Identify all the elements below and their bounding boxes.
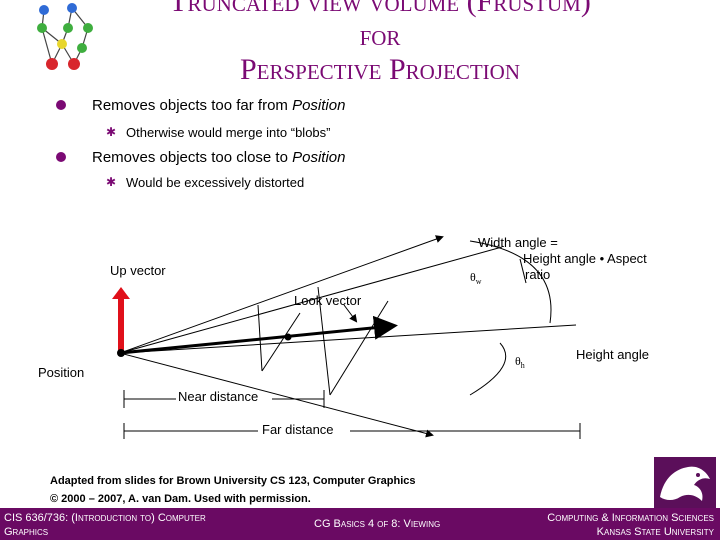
look-vector-label: Look vector (294, 293, 362, 308)
credit-line-1: Adapted from slides for Brown University… (50, 475, 416, 487)
slide-title-line-3: Perspective Projection (239, 53, 521, 86)
bullet-2-prefix: Removes objects too close to (92, 149, 293, 166)
sub-bullet-2-text: Would be excessively distorted (126, 175, 305, 190)
bullet-dot-icon (56, 100, 66, 110)
footer-course-line-2: Graphics (4, 526, 49, 538)
far-distance-label: Far distance (262, 422, 334, 437)
width-angle-label-3: ratio (525, 267, 551, 282)
look-vector-pointer (343, 304, 358, 323)
asterisk-icon: ✱ (106, 125, 117, 139)
slide-title-line-1: Truncated view volume (Frustum) (169, 0, 591, 18)
theta-h-label: θh (515, 354, 525, 370)
bullet-1-text: Removes objects too far from Position (92, 97, 345, 114)
footer-course-line-1: CIS 636/736: (Introduction to) Computer (4, 512, 206, 524)
asterisk-icon: ✱ (106, 175, 117, 189)
near-distance-label: Near distance (178, 389, 259, 404)
look-vector-arrow (119, 315, 398, 355)
theta-w-label: θw (470, 270, 482, 286)
frustum-diagram: θw θh (112, 235, 581, 439)
sub-bullet-1-text: Otherwise would merge into “blobs” (126, 125, 331, 140)
width-angle-pointer (519, 258, 527, 284)
footer-lecture: CG Basics 4 of 8: Viewing (314, 518, 441, 530)
height-angle-label: Height angle (576, 347, 649, 362)
footer-dept-line-2: Kansas State University (596, 526, 714, 538)
bullet-1: Removes objects too far from Position (56, 97, 456, 115)
near-distance-measure (123, 390, 325, 408)
footer-dept-line-1: Computing & Information Sciences (547, 512, 714, 524)
tree-graph-icon (37, 3, 93, 70)
up-vector-arrowhead (112, 287, 130, 299)
credit-line-2: © 2000 – 2007, A. van Dam. Used with per… (50, 493, 311, 505)
wildcat-logo-icon (654, 457, 716, 508)
bullet-1-prefix: Removes objects too far from (92, 97, 293, 114)
slide-title-line-2: for (359, 19, 401, 52)
position-label: Position (38, 365, 85, 380)
bullet-2-emphasis: Position (292, 149, 346, 166)
bullet-2: Removes objects too close to Position (56, 149, 456, 167)
bullet-2-text: Removes objects too close to Position (92, 149, 345, 166)
bullet-1-emphasis: Position (292, 97, 346, 114)
far-distance-measure (123, 423, 581, 439)
frustum-edges (119, 235, 577, 438)
bullet-dot-icon (56, 152, 66, 162)
up-vector-label: Up vector (110, 263, 166, 278)
width-angle-label-2: Height angle • Aspect (523, 251, 647, 266)
width-angle-label-1: Width angle = (478, 235, 558, 250)
position-dot (117, 349, 125, 357)
footer-bar: CIS 636/736: (Introduction to) Computer … (0, 508, 720, 540)
near-plane-dot (284, 333, 292, 341)
